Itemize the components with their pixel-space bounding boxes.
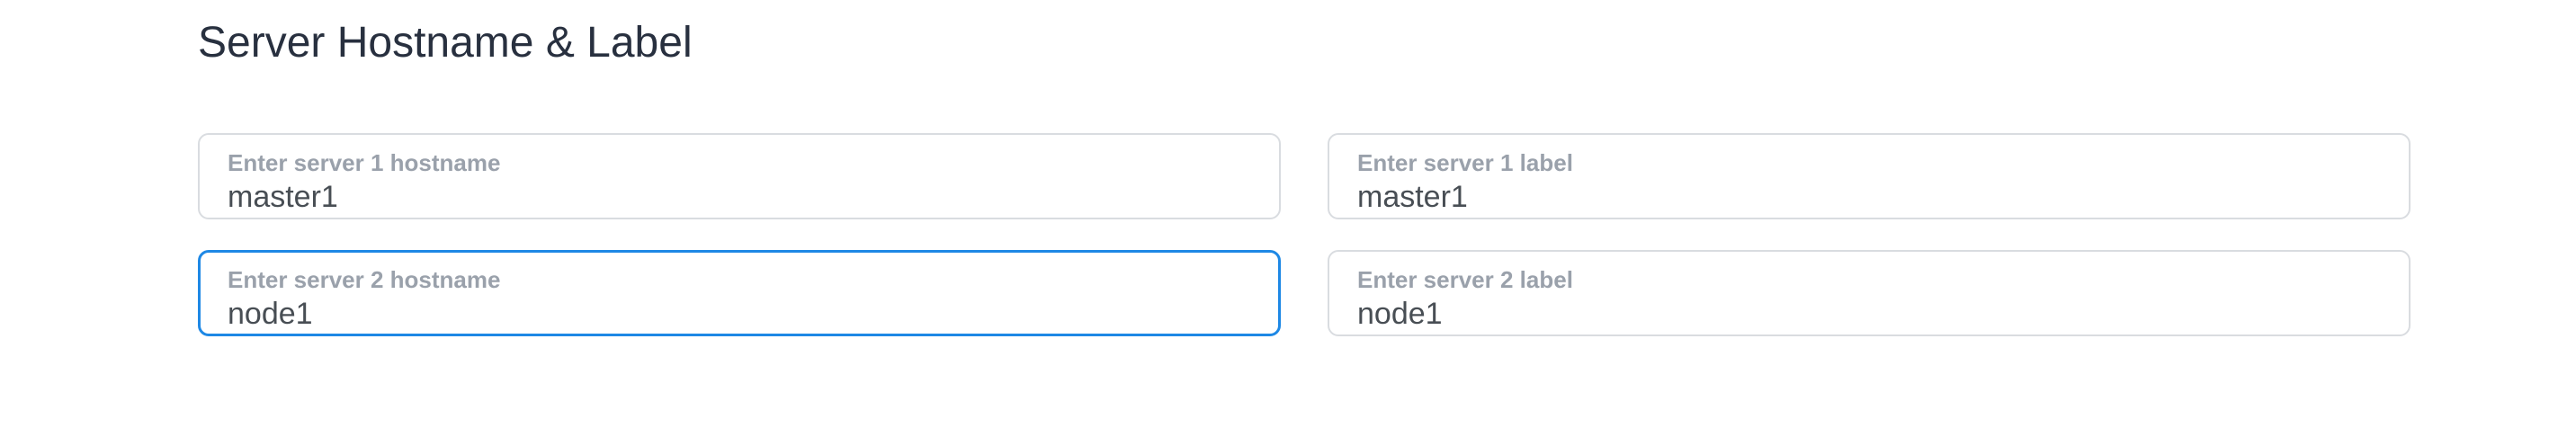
server-1-label-input[interactable] [1357,179,2382,215]
server-2-hostname-label: Enter server 2 hostname [228,266,501,293]
server-1-label-label: Enter server 1 label [1357,149,1573,176]
server-2-label-input[interactable] [1357,296,2382,332]
server-2-hostname-field[interactable]: Enter server 2 hostname [198,250,1281,336]
server-fields-grid: Enter server 1 hostname Enter server 1 l… [198,133,2411,336]
server-1-hostname-input[interactable] [228,179,1252,215]
server-1-hostname-label: Enter server 1 hostname [228,149,501,176]
page-title: Server Hostname & Label [198,19,693,67]
server-2-label-label: Enter server 2 label [1357,266,1573,293]
server-2-hostname-input[interactable] [228,296,1252,332]
server-2-label-field[interactable]: Enter server 2 label [1328,250,2411,336]
server-1-label-field[interactable]: Enter server 1 label [1328,133,2411,219]
server-1-hostname-field[interactable]: Enter server 1 hostname [198,133,1281,219]
